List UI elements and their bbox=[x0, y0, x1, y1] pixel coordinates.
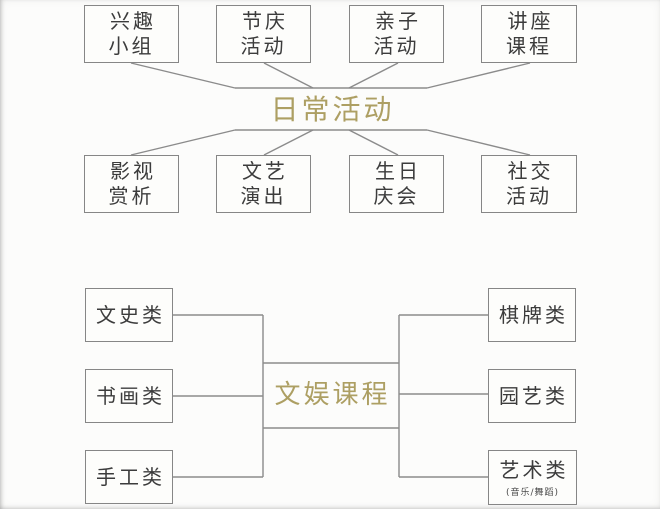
node-label: 文史类 bbox=[96, 302, 165, 327]
node-label: 文艺 演出 bbox=[240, 159, 288, 208]
node-label: 棋牌类 bbox=[499, 302, 568, 327]
node-label: 艺术类 bbox=[499, 457, 569, 482]
node-label: 影视 赏析 bbox=[108, 159, 156, 208]
node-handicraft: 手工类 bbox=[85, 450, 173, 504]
node-label: 园艺类 bbox=[499, 383, 568, 408]
daily-activities-center-label: 日常活动 bbox=[270, 93, 395, 126]
node-label: 生日 庆会 bbox=[373, 159, 421, 208]
node-label: 讲座 课程 bbox=[506, 9, 554, 58]
node-label: 兴趣 小组 bbox=[108, 9, 156, 58]
node-chess-cards: 棋牌类 bbox=[488, 288, 576, 342]
node-social-activities: 社交 活动 bbox=[481, 155, 577, 213]
node-label: 手工类 bbox=[96, 464, 165, 489]
node-parent-child-activities: 亲子 活动 bbox=[349, 5, 444, 63]
node-arts-performance: 文艺 演出 bbox=[216, 155, 311, 213]
node-gardening: 园艺类 bbox=[488, 369, 576, 423]
node-arts-music-dance: 艺术类 (音乐/舞蹈) bbox=[488, 450, 577, 505]
node-sublabel: (音乐/舞蹈) bbox=[505, 487, 560, 498]
node-literature-history: 文史类 bbox=[85, 288, 173, 342]
node-label: 书画类 bbox=[96, 383, 165, 408]
node-film-appreciation: 影视 赏析 bbox=[84, 155, 179, 213]
node-lecture-courses: 讲座 课程 bbox=[481, 5, 577, 63]
node-label: 社交 活动 bbox=[506, 159, 554, 208]
node-calligraphy-painting: 书画类 bbox=[85, 369, 173, 423]
node-label: 亲子 活动 bbox=[373, 9, 421, 58]
node-interest-group: 兴趣 小组 bbox=[84, 5, 179, 63]
node-label: 节庆 活动 bbox=[240, 9, 288, 58]
node-birthday-celebration: 生日 庆会 bbox=[349, 155, 444, 213]
node-festival-activities: 节庆 活动 bbox=[216, 5, 311, 63]
center-label-text: 文娱课程 bbox=[274, 380, 391, 411]
recreation-courses-center-label: 文娱课程 bbox=[263, 363, 399, 428]
